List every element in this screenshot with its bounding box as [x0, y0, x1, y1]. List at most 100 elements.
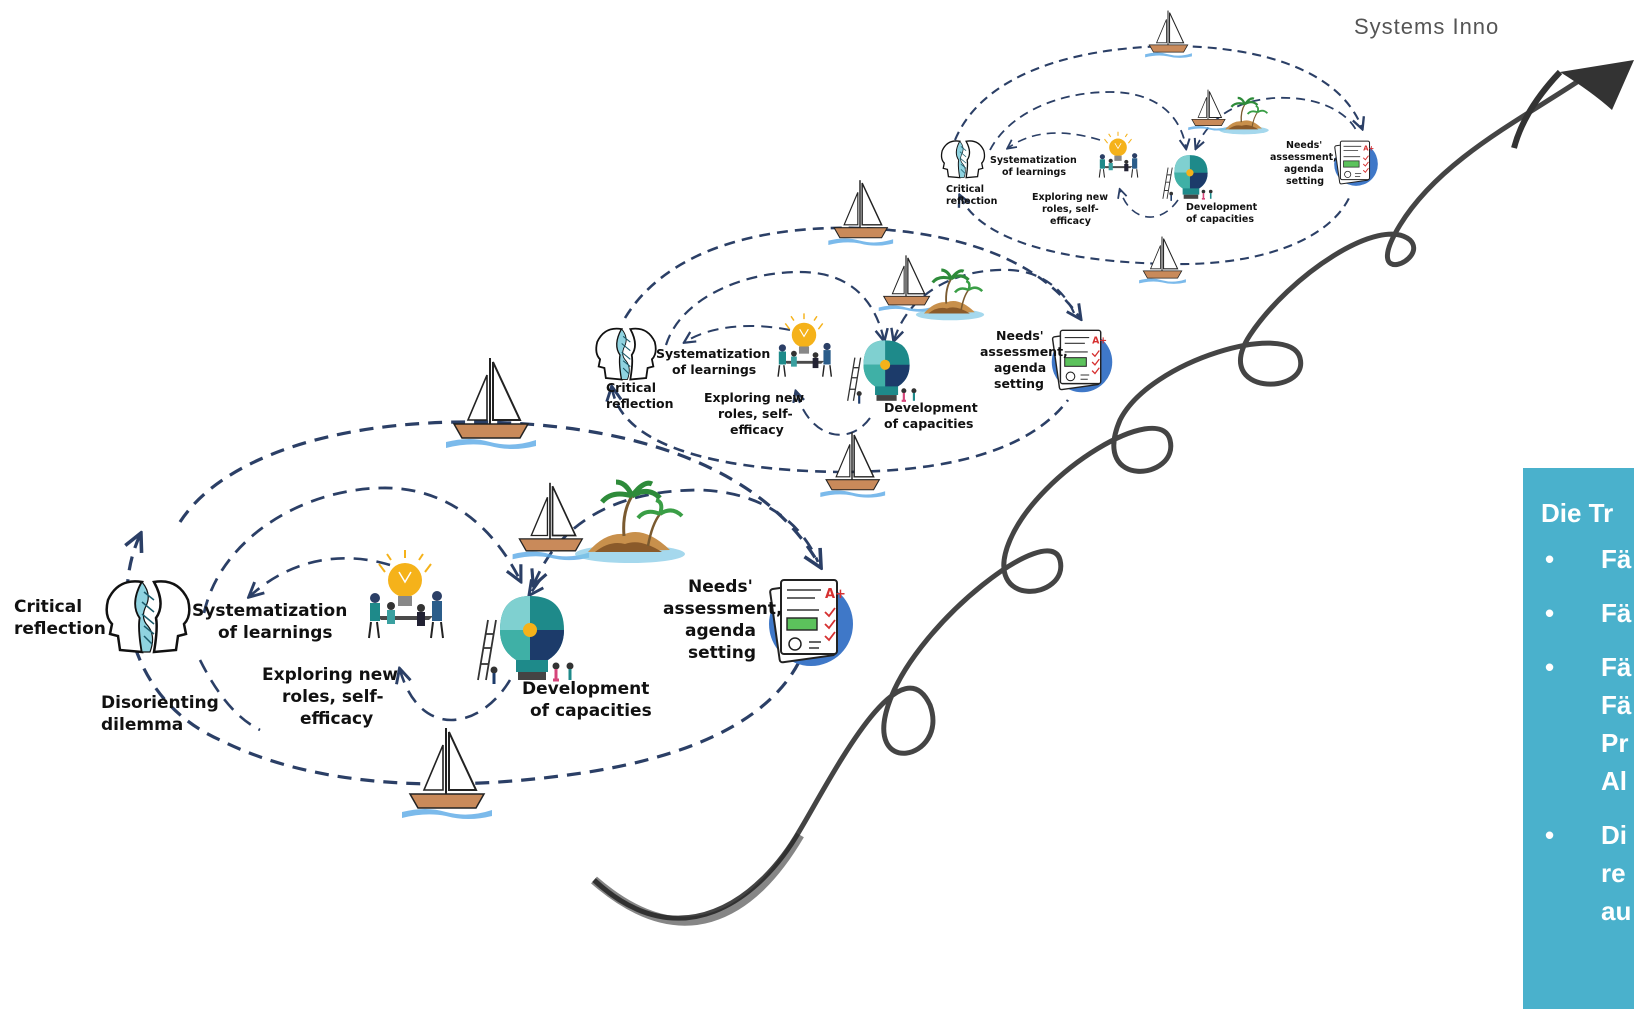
island-icon: [575, 482, 685, 563]
island-icon: [1218, 96, 1270, 136]
cycle-1-labels: Critical reflection Systematization of l…: [14, 577, 782, 735]
sailboat-icon: [1144, 10, 1193, 59]
sailboat-icon: [819, 431, 886, 499]
bullet-text: au: [1601, 896, 1632, 926]
puzzle-lightbulb-icon: [846, 339, 918, 405]
puzzle-lightbulb-icon: [476, 594, 575, 686]
svg-text:Systematization: Systematization: [192, 601, 347, 621]
label-needs: setting: [994, 376, 1044, 391]
source-caption: Systems Inno: [1354, 14, 1500, 39]
svg-text:Exploring new: Exploring new: [704, 390, 804, 405]
label-development: of capacities: [530, 701, 652, 721]
svg-text:roles, self-: roles, self-: [718, 406, 793, 421]
sailboat-icon: [401, 727, 493, 820]
svg-text:assessment,: assessment,: [663, 599, 782, 619]
lightbulb-team-icon: [777, 312, 833, 378]
bullet-text: Fä: [1601, 598, 1632, 628]
svg-text:Exploring new: Exploring new: [262, 665, 398, 685]
label-needs: setting: [688, 643, 756, 663]
bullet-text: Fä: [1601, 690, 1632, 720]
svg-text:reflection: reflection: [606, 396, 674, 411]
svg-text:Critical: Critical: [946, 184, 984, 195]
label-exploring: efficacy: [300, 709, 373, 729]
svg-text:Needs': Needs': [1286, 140, 1322, 151]
info-sidebox: Die Tr • Fä • Fä • Fä Fä Pr Al • Di re a…: [1523, 468, 1634, 1009]
sidebox-title: Die Tr: [1541, 498, 1614, 528]
label-exploring: efficacy: [730, 422, 784, 437]
svg-text:roles, self-: roles, self-: [1042, 204, 1099, 215]
svg-text:setting: setting: [688, 643, 756, 663]
label-systematization: Systematization: [656, 346, 770, 361]
svg-text:efficacy: efficacy: [1050, 216, 1092, 227]
label-needs: agenda: [685, 621, 756, 641]
label-exploring: Exploring new: [704, 390, 804, 405]
label-critical-reflection: Critical: [606, 380, 656, 395]
svg-text:agenda: agenda: [1284, 164, 1324, 175]
svg-text:Critical: Critical: [14, 597, 82, 617]
bullet-dot: •: [1545, 652, 1555, 682]
bullet-item: • Di re au: [1523, 816, 1631, 930]
label-critical-reflection: Critical: [14, 597, 82, 617]
head-profile-icon: [105, 580, 191, 654]
label-needs: assessment,: [1270, 152, 1337, 163]
lightbulb-team-icon: [1098, 131, 1139, 179]
label-systematization: of learnings: [1002, 167, 1066, 178]
label-systematization: Systematization: [192, 601, 347, 621]
svg-text:Needs': Needs': [688, 577, 753, 597]
label-critical-reflection: reflection: [606, 396, 674, 411]
checklist-document-icon: [768, 579, 854, 667]
svg-text:Systematization: Systematization: [656, 346, 770, 361]
sidebox-bullet-list: • Fä • Fä • Fä Fä Pr Al • Di re au: [1523, 540, 1631, 946]
svg-text:reflection: reflection: [14, 619, 106, 639]
label-disorienting: Disorienting: [101, 693, 219, 713]
svg-text:assessment,: assessment,: [1270, 152, 1337, 163]
svg-text:roles, self-: roles, self-: [282, 687, 384, 707]
svg-text:of learnings: of learnings: [1002, 167, 1066, 178]
svg-text:setting: setting: [994, 376, 1044, 391]
spiral-arrow-icon: [591, 60, 1634, 926]
bullet-text: Pr: [1601, 728, 1629, 758]
svg-text:of capacities: of capacities: [1186, 214, 1254, 225]
bullet-dot: •: [1545, 820, 1555, 850]
bullet-text: re: [1601, 858, 1626, 888]
label-systematization: of learnings: [672, 362, 756, 377]
label-needs: Needs': [688, 577, 753, 597]
label-exploring: Exploring new: [262, 665, 398, 685]
svg-text:Needs': Needs': [996, 328, 1044, 343]
label-exploring: efficacy: [1050, 216, 1092, 227]
bullet-item: • Fä: [1523, 540, 1631, 578]
label-critical-reflection: Critical: [946, 184, 984, 195]
sailboat-icon: [511, 481, 590, 562]
bullet-text: Al: [1601, 766, 1627, 796]
svg-text:assessment,: assessment,: [980, 344, 1068, 359]
label-development: of capacities: [1186, 214, 1254, 225]
bullet-item: • Fä Fä Pr Al: [1523, 648, 1631, 800]
label-needs: setting: [1286, 176, 1324, 187]
label-critical-reflection: reflection: [946, 196, 998, 207]
label-needs: assessment,: [663, 599, 782, 619]
svg-text:agenda: agenda: [685, 621, 756, 641]
svg-text:reflection: reflection: [946, 196, 998, 207]
svg-text:of learnings: of learnings: [218, 623, 333, 643]
bullet-item: • Fä: [1523, 594, 1631, 632]
label-disorienting: dilemma: [101, 715, 183, 735]
sailboat-icon: [878, 254, 936, 313]
sailboat-icon: [1138, 236, 1187, 285]
label-critical-reflection: reflection: [14, 619, 106, 639]
bullet-text: Fä: [1601, 652, 1632, 682]
svg-text:of capacities: of capacities: [530, 701, 652, 721]
svg-text:Exploring new: Exploring new: [1032, 192, 1108, 203]
bullet-text: Fä: [1601, 544, 1632, 574]
svg-text:Development: Development: [522, 679, 649, 699]
sailboat-icon: [1187, 89, 1230, 132]
bullet-text: Di: [1601, 820, 1627, 850]
label-exploring: roles, self-: [282, 687, 384, 707]
sailboat-icon: [445, 357, 537, 450]
svg-text:Development: Development: [1186, 202, 1258, 213]
label-development: Development: [1186, 202, 1258, 213]
sailboat-icon: [827, 179, 894, 247]
svg-text:of capacities: of capacities: [884, 416, 973, 431]
label-needs: assessment,: [980, 344, 1068, 359]
svg-text:efficacy: efficacy: [730, 422, 784, 437]
